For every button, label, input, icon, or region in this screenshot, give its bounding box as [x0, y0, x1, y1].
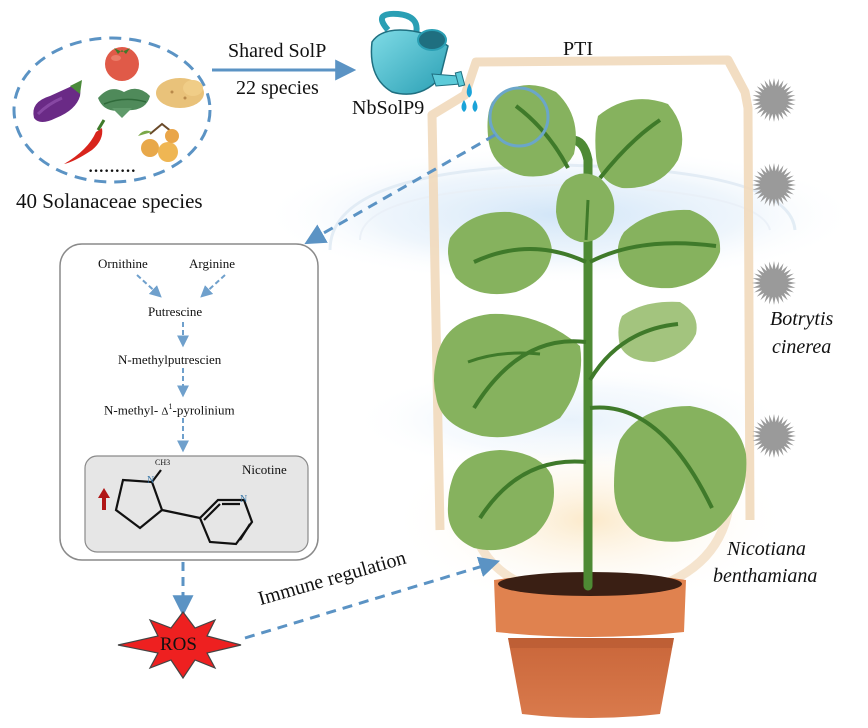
host-label-line1: Nicotiana — [727, 538, 806, 560]
shared-solp-label: Shared SolP — [228, 40, 327, 62]
chili-pepper-icon — [64, 119, 106, 164]
immune-regulation-arrow — [244, 556, 501, 640]
leaf — [589, 209, 721, 289]
watering-can-icon — [370, 10, 466, 95]
pyridine-n-label: N — [240, 494, 248, 505]
spore-icon — [752, 78, 796, 122]
nbsolp9-label: NbSolP9 — [352, 97, 425, 119]
eggplant-icon — [33, 80, 82, 122]
nicotine-structure — [114, 469, 254, 546]
pathogen-label-line1: Botrytis — [770, 308, 834, 330]
physalis-fruit-icon — [138, 122, 179, 162]
plant-icon — [434, 84, 747, 595]
ros-label: ROS — [160, 634, 197, 655]
potato-icon — [156, 78, 204, 108]
species-ellipsis: ········· — [88, 163, 136, 180]
water-drops-icon — [461, 83, 478, 112]
leafy-plant-icon — [98, 88, 150, 118]
ornithine-label: Ornithine — [98, 256, 148, 271]
increase-arrow-icon — [98, 488, 110, 510]
pathogen-label-line2: cinerea — [772, 336, 832, 358]
solanaceae-group: ········· — [12, 36, 212, 184]
n-methyl-pyrrolinium-label: N-methyl- Δ1-pyrolinium — [104, 402, 235, 418]
step3-suffix: -pyrolinium — [172, 402, 235, 418]
spore-shape — [752, 261, 796, 305]
leaf — [589, 405, 747, 542]
methyl-group-label: CH3 — [155, 458, 171, 467]
species-ellipse — [12, 36, 212, 184]
host-label-line2: benthamiana — [713, 565, 818, 587]
putrescine-label: Putrescine — [148, 304, 203, 319]
spore-shape — [752, 163, 796, 207]
pyrrolidine-n-label: N — [147, 475, 155, 486]
leaf — [447, 450, 587, 551]
leaf — [487, 84, 576, 177]
highlight-circle — [488, 86, 550, 148]
leaf — [434, 313, 587, 438]
leaf — [588, 301, 697, 382]
arginine-label: Arginine — [189, 256, 235, 271]
nicotine-label: Nicotine — [242, 462, 287, 477]
ros-burst-icon — [117, 611, 242, 680]
delta-superscript: 1 — [168, 402, 173, 411]
pti-label: PTI — [563, 38, 593, 60]
solanaceae-caption: 40 Solanaceae species — [16, 189, 203, 213]
leaf — [595, 99, 683, 189]
flower-pot-icon — [494, 555, 686, 718]
leaf — [556, 173, 615, 243]
spore-icon — [752, 261, 796, 305]
n-methylputrescine-label: N-methylputrescien — [118, 352, 222, 367]
leaf-to-pathway-arrow — [304, 133, 496, 245]
delta-symbol: Δ — [161, 405, 169, 418]
leaf — [448, 211, 587, 295]
step3-prefix: N-methyl- — [104, 402, 159, 418]
species-count-label: 22 species — [236, 77, 319, 99]
tomato-icon — [105, 47, 139, 81]
spore-shape — [752, 414, 796, 458]
botrytis-spores — [752, 78, 796, 458]
spore-icon — [752, 414, 796, 458]
spore-icon — [752, 163, 796, 207]
spore-shape — [752, 78, 796, 122]
